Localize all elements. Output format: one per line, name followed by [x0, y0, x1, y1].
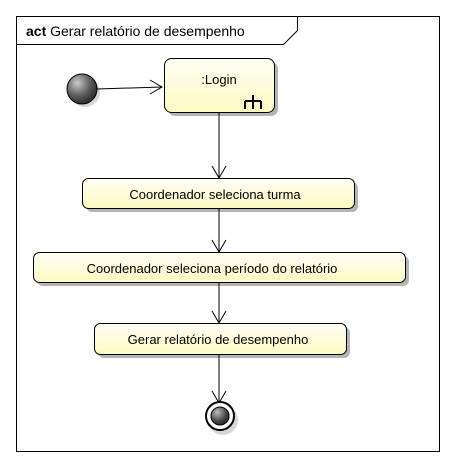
action-login-label: :Login — [201, 72, 236, 87]
frame-title: act Gerar relatório de desempenho — [26, 23, 245, 39]
action-login[interactable]: :Login — [164, 58, 279, 117]
action-generate-report-label: Gerar relatório de desempenho — [128, 332, 309, 347]
frame-name: Gerar relatório de desempenho — [50, 23, 245, 39]
edge-initial-to-login — [96, 79, 163, 95]
call-behavior-icon — [244, 95, 262, 109]
action-select-class-label: Coordenador seleciona turma — [129, 187, 301, 202]
action-select-period-label: Coordenador seleciona período do relatór… — [87, 261, 338, 276]
action-select-class[interactable]: Coordenador seleciona turma — [82, 178, 359, 213]
frame-keyword: act — [26, 23, 47, 39]
action-generate-report[interactable]: Gerar relatório de desempenho — [94, 323, 351, 359]
final-node — [205, 401, 238, 435]
action-select-period[interactable]: Coordenador seleciona período do relatór… — [33, 252, 410, 287]
